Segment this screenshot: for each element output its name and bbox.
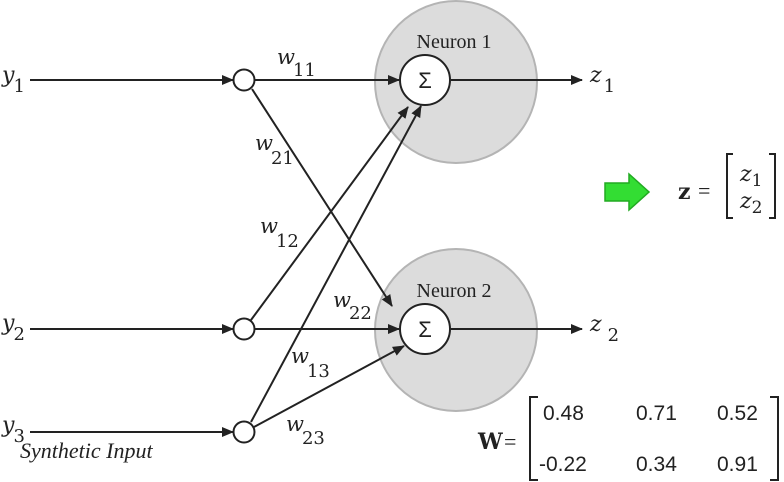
z-vector-entry-2: z2	[739, 189, 762, 218]
connection-w12	[250, 106, 409, 321]
sum-node-1	[399, 54, 451, 106]
w-cell-r2c1: -0.22	[539, 453, 587, 476]
input-node-3	[232, 420, 256, 444]
input-node-2	[232, 317, 256, 341]
neuron-2-title: Neuron 2	[417, 280, 492, 302]
input-label-y3: y3	[1, 413, 25, 447]
z-vector-left-bracket	[726, 153, 733, 219]
z-vector-name: z	[678, 179, 691, 205]
w-matrix-left-bracket	[529, 396, 538, 481]
z-vector: z = z1 z2	[678, 153, 776, 219]
w-matrix-equals: =	[504, 429, 516, 454]
neuron-1-body	[374, 0, 538, 164]
connection-w21	[251, 88, 393, 307]
sum-node-2	[399, 303, 451, 355]
input-node-1	[232, 68, 256, 92]
connection-w23	[253, 345, 405, 428]
w-matrix-name: W	[477, 429, 503, 455]
z-vector-equals: =	[698, 178, 710, 203]
w-matrix: W = 0.48 0.71 0.52 -0.22 0.34 0.91	[477, 396, 779, 481]
green-arrow-icon	[604, 172, 651, 212]
connection-w13	[250, 105, 422, 423]
input-label-y2: y2	[1, 311, 25, 345]
neuron-1-title: Neuron 1	[417, 31, 492, 53]
w-cell-r2c2: 0.34	[636, 453, 677, 476]
w-cell-r1c2: 0.71	[636, 402, 677, 425]
synthetic-input-label: Synthetic Input	[20, 438, 153, 463]
w-cell-r1c1: 0.48	[543, 402, 584, 425]
w-matrix-right-bracket	[770, 396, 779, 481]
z-vector-entry-1: z1	[739, 162, 762, 191]
z-vector-right-bracket	[769, 153, 776, 219]
sum-symbol-1: Σ	[418, 68, 432, 93]
w-cell-r2c3: 0.91	[717, 453, 758, 476]
w-cell-r1c3: 0.52	[717, 402, 758, 425]
sum-symbol-2: Σ	[418, 317, 432, 342]
input-label-y1: y1	[1, 63, 25, 97]
